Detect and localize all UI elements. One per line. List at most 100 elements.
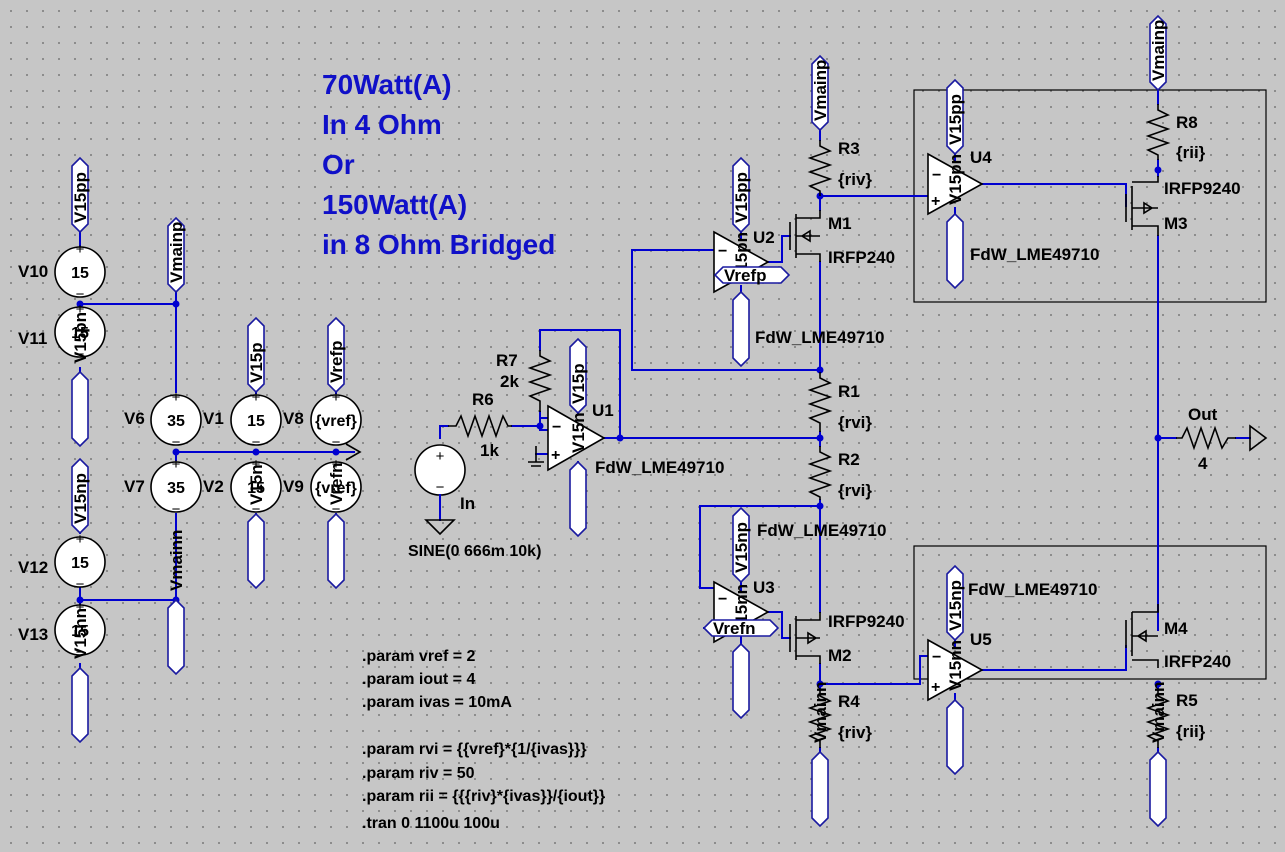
directive-line[interactable]: .param ivas = 10mA	[362, 694, 512, 711]
m1-model: IRFP240	[828, 248, 895, 267]
r3-value: {riv}	[838, 170, 872, 189]
u2-model: FdW_LME49710	[755, 328, 884, 347]
svg-text:+: +	[76, 531, 85, 548]
r7-value: 2k	[500, 372, 519, 391]
title-line-3: Or	[322, 149, 355, 180]
v1-value: 15	[247, 413, 265, 430]
svg-text:Vrefp: Vrefp	[724, 266, 767, 285]
v7-label: V7	[124, 477, 145, 496]
junction-dot	[536, 422, 544, 430]
junction-dot	[332, 448, 340, 456]
directive-line[interactable]: .tran 0 1100u 100u	[362, 815, 500, 832]
load-resistor-out[interactable]: Out 4	[1176, 405, 1268, 473]
out-value: 4	[1198, 454, 1208, 473]
flag-v15pp-u4: V15pp	[946, 79, 965, 155]
voltage-source-v8[interactable]: +− {vref} V8	[283, 389, 362, 451]
r8-label: R8	[1176, 113, 1198, 132]
svg-text:V15p: V15p	[569, 363, 588, 404]
r3-label: R3	[838, 139, 860, 158]
v2-value: 15	[247, 480, 265, 497]
resistor-r6[interactable]: R6 1k	[448, 390, 512, 460]
resistor-r4[interactable]: R4 {riv}	[807, 690, 872, 748]
voltage-source-v7[interactable]: +− 35 V7	[124, 456, 202, 518]
mosfet-m1[interactable]: M1 IRFP240	[789, 210, 895, 267]
supply-wire-mid	[79, 291, 177, 601]
mosfet-m4[interactable]: M4 IRFP240	[1125, 604, 1231, 671]
directive-line[interactable]: .param rii = {{{riv}*{ivas}}/{iout}}	[362, 788, 605, 805]
svg-text:V15n: V15n	[569, 412, 588, 453]
svg-text:V15pp: V15pp	[946, 94, 965, 145]
r2-label: R2	[838, 450, 860, 469]
directive-line[interactable]: .param vref = 2	[362, 648, 476, 665]
flag-vmainp-supply: Vmainp	[167, 217, 186, 293]
m2-label: M2	[828, 646, 852, 665]
svg-text:+: +	[76, 301, 85, 318]
resistor-r3[interactable]: R3 {riv}	[807, 139, 872, 196]
r6-value: 1k	[480, 441, 499, 460]
svg-text:−: −	[252, 501, 261, 518]
voltage-source-v10[interactable]: +− 15 V10	[18, 241, 106, 303]
title-line-1: 70Watt(A)	[322, 69, 452, 100]
voltage-source-v13[interactable]: +− 15 V13	[18, 599, 106, 661]
output-stage: R8 {rii} R5 {rii} Out 4 IRFP9240 M3 M4 I…	[903, 15, 1268, 827]
svg-text:−: −	[932, 649, 941, 666]
resistor-r8[interactable]: R8 {rii}	[1145, 104, 1206, 162]
input-stage: +− In SINE(0 666m 10k) R6 1k R7 2k −+ U1…	[408, 329, 821, 560]
mosfet-m3[interactable]: IRFP9240 M3	[1125, 176, 1241, 236]
mosfet-m2[interactable]: IRFP9240 M2	[789, 612, 905, 665]
m4-label: M4	[1164, 619, 1188, 638]
svg-text:−: −	[436, 479, 445, 496]
svg-text:+: +	[76, 241, 85, 258]
out-label: Out	[1188, 405, 1218, 424]
voltage-source-v2[interactable]: +− 15 V2	[203, 456, 282, 518]
opamp-u1[interactable]: −+ U1 FdW_LME49710	[528, 401, 724, 477]
voltage-source-v6[interactable]: +− 35 V6	[124, 389, 202, 451]
voltage-source-v11[interactable]: +− 15 V11	[18, 301, 106, 363]
junction-dot	[172, 448, 180, 456]
svg-text:+: +	[252, 389, 261, 406]
flag-v15n-supply: V15n	[247, 464, 266, 589]
svg-text:V15nn: V15nn	[946, 640, 965, 691]
svg-text:Vmainn: Vmainn	[811, 682, 830, 743]
svg-text:−: −	[332, 434, 341, 451]
svg-text:−: −	[718, 243, 727, 260]
voltage-source-v1[interactable]: +− 15 V1	[203, 389, 282, 451]
input-sine-source[interactable]: +− In SINE(0 666m 10k)	[408, 444, 541, 560]
m2-model: IRFP9240	[828, 612, 905, 631]
m3-model: IRFP9240	[1164, 179, 1241, 198]
directive-line[interactable]: .param rvi = {{vref}*{1/{ivas}}}	[362, 741, 587, 758]
svg-text:V15np: V15np	[946, 580, 965, 631]
directive-line[interactable]: .param riv = 50	[362, 765, 475, 782]
directive-line[interactable]: .param iout = 4	[362, 671, 475, 688]
v6-value: 35	[167, 413, 185, 430]
flag-v15p-supply: V15p	[247, 317, 266, 393]
resistor-r1[interactable]: R1 {rvi}	[807, 372, 872, 432]
svg-text:+: +	[76, 599, 85, 616]
svg-text:+: +	[332, 456, 341, 473]
junction-dot	[816, 434, 824, 442]
u1-label: U1	[592, 401, 614, 420]
flag-vmainp-r8: Vmainp	[1149, 15, 1168, 91]
u4-label: U4	[970, 148, 992, 167]
flag-vrefn-u3: Vrefn	[703, 619, 779, 638]
m4-model: IRFP240	[1164, 652, 1231, 671]
spice-directives: .param vref = 2 .param iout = 4 .param i…	[362, 648, 605, 832]
opamp-u5[interactable]: −+ U5 FdW_LME49710	[927, 580, 1097, 702]
flag-v15p-u1: V15p	[569, 338, 588, 414]
svg-text:Vmainp: Vmainp	[167, 222, 186, 283]
resistor-r7[interactable]: R7 2k	[496, 350, 553, 412]
opamp-u4[interactable]: −+ U4 FdW_LME49710	[927, 148, 1099, 264]
junction-dot	[816, 680, 824, 688]
svg-text:Vmainp: Vmainp	[1149, 20, 1168, 81]
v13-label: V13	[18, 625, 48, 644]
voltage-source-v9[interactable]: +− {vref} V9	[283, 456, 362, 518]
title-text-block: 70Watt(A) In 4 Ohm Or 150Watt(A) in 8 Oh…	[322, 69, 555, 260]
resistor-r5[interactable]: R5 {rii}	[1145, 690, 1206, 748]
svg-text:V15np: V15np	[71, 473, 90, 524]
voltage-source-v12[interactable]: +− 15 V12	[18, 531, 106, 593]
title-line-4: 150Watt(A)	[322, 189, 467, 220]
junction-dot	[1154, 166, 1162, 174]
flag-v15pn-supply: V15pn	[71, 312, 90, 447]
resistor-r2[interactable]: R2 {rvi}	[807, 446, 872, 500]
svg-text:−: −	[552, 419, 561, 436]
